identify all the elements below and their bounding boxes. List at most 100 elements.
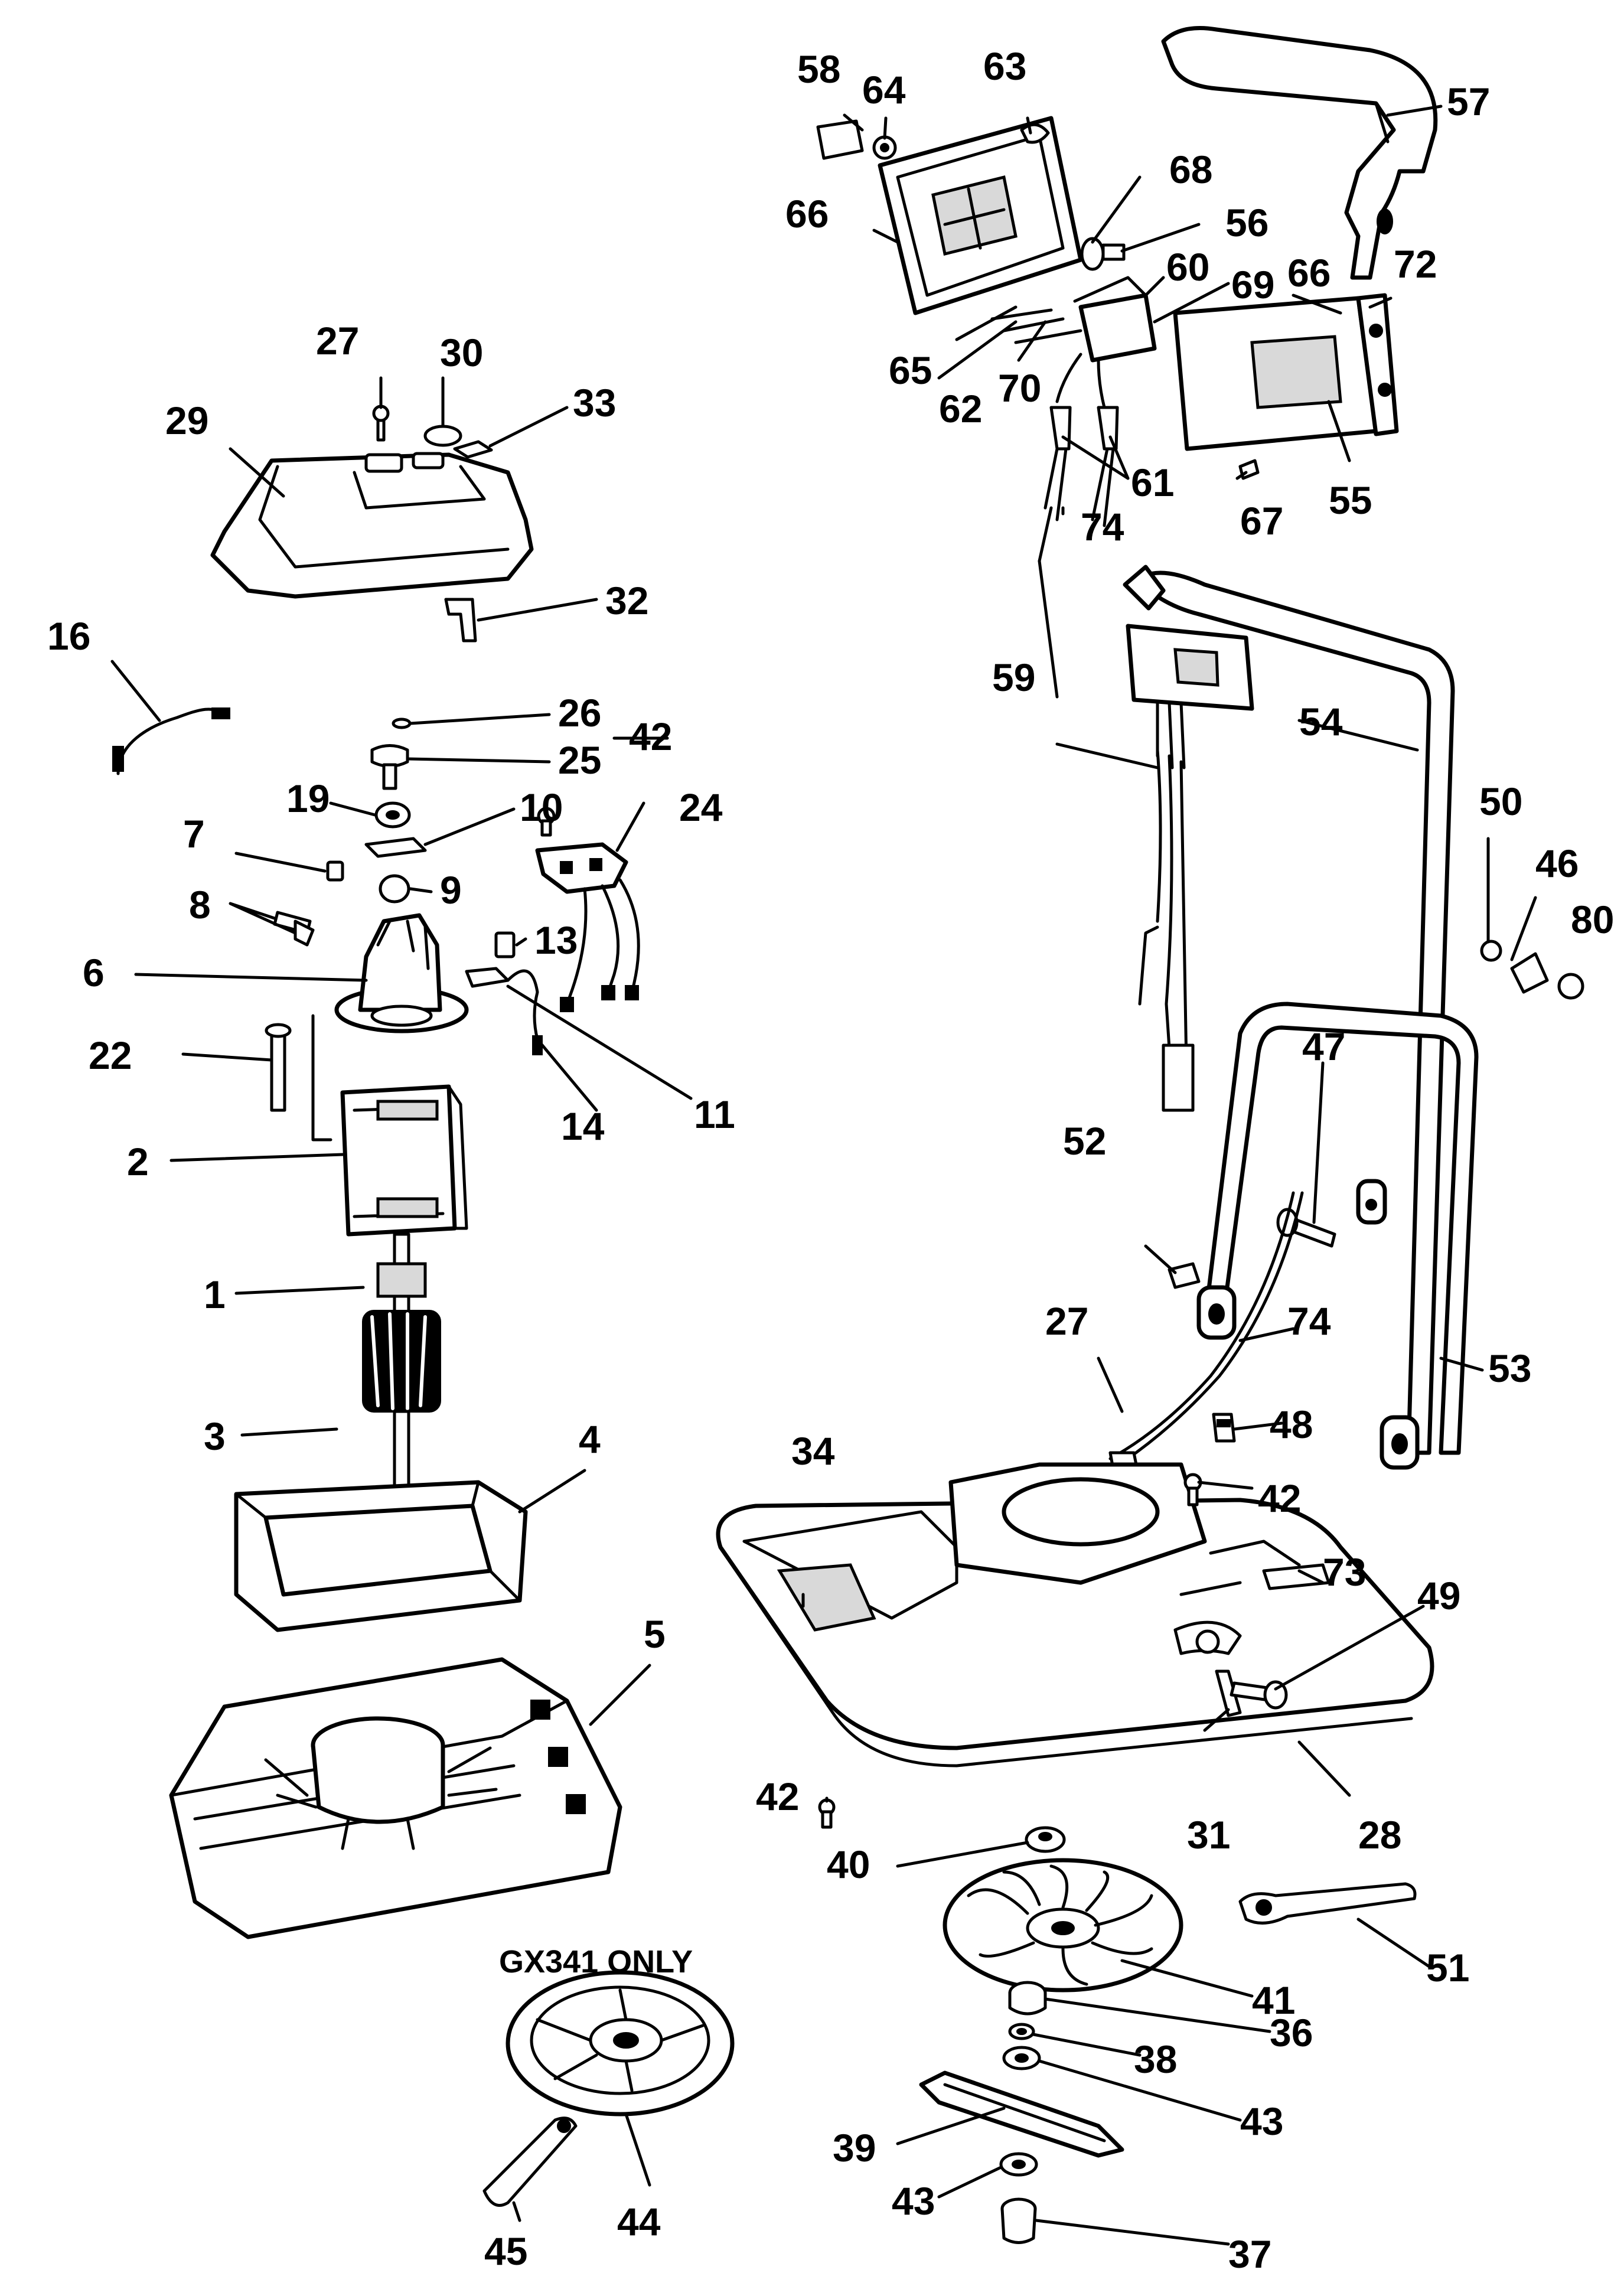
callout-2: 2 (127, 1140, 149, 1183)
callout-44: 44 (617, 2200, 661, 2243)
callout-14: 14 (561, 1104, 605, 1148)
model-note: GX341 ONLY (499, 1944, 693, 1980)
callout-53: 53 (1488, 1346, 1531, 1390)
callout-52: 52 (1063, 1119, 1106, 1163)
cover-label (453, 440, 493, 459)
callout-61: 61 (1131, 461, 1174, 504)
callout-58: 58 (797, 47, 840, 91)
callout-19: 19 (286, 777, 330, 820)
callout-3: 3 (204, 1414, 226, 1458)
motor-cover (210, 452, 534, 599)
blade-bolt (1000, 2197, 1037, 2244)
stator (340, 1084, 468, 1237)
motor-bracket (334, 913, 469, 1033)
callout-68: 68 (1169, 148, 1212, 191)
callout-1: 1 (204, 1273, 226, 1316)
callout-74-top: 74 (1081, 505, 1124, 549)
callout-42-impeller: 42 (756, 1775, 799, 1818)
callout-62: 62 (939, 387, 982, 431)
handle-clip (1168, 1262, 1201, 1289)
callout-57: 57 (1447, 80, 1490, 123)
callout-38: 38 (1134, 2037, 1177, 2081)
callout-48: 48 (1270, 1403, 1313, 1446)
motor-endcap-parts (273, 718, 427, 947)
cable-clip (1212, 1413, 1236, 1443)
callout-74-mid: 74 (1287, 1299, 1331, 1343)
callout-42-motor: 42 (629, 715, 672, 758)
callout-43-upper: 43 (1240, 2099, 1283, 2143)
switch-label (816, 119, 864, 160)
callout-7: 7 (183, 812, 205, 856)
impeller-screw (818, 1798, 836, 1829)
spacer (1008, 1981, 1047, 2016)
callout-54: 54 (1299, 700, 1343, 743)
callout-67: 67 (1240, 499, 1283, 543)
disc-spanner (482, 2117, 578, 2207)
callout-26: 26 (558, 691, 601, 735)
callout-70: 70 (998, 366, 1041, 410)
callout-29: 29 (165, 399, 208, 442)
callout-41: 41 (1252, 1978, 1295, 2022)
switch-box (878, 116, 1083, 315)
callout-8: 8 (189, 883, 211, 927)
callout-51: 51 (1426, 1946, 1469, 1990)
cable-to-switch (1138, 748, 1195, 1112)
upper-handle-foot (1356, 1179, 1387, 1225)
callout-65: 65 (889, 348, 932, 392)
callout-28: 28 (1358, 1813, 1401, 1857)
callout-66-left: 66 (785, 192, 829, 236)
through-bolt (265, 1014, 332, 1142)
lock-off-button (1080, 237, 1126, 271)
callout-13: 13 (534, 918, 578, 962)
blade-spanner (1238, 1882, 1417, 1925)
blade-washer-lower (999, 2152, 1038, 2177)
deck-screw (1183, 1473, 1202, 1506)
callout-24: 24 (679, 785, 723, 829)
callout-49: 49 (1417, 1574, 1460, 1618)
blade-disc (506, 1970, 735, 2117)
switch-box-cover (1173, 293, 1399, 451)
switch-spring (872, 135, 897, 160)
upper-handle (1123, 565, 1455, 1455)
leader-lines (110, 105, 1537, 2246)
callout-33: 33 (573, 381, 616, 425)
thermal-cutout (465, 931, 543, 1055)
callout-43-lower: 43 (892, 2179, 935, 2223)
callout-63: 63 (983, 44, 1026, 88)
callout-69: 69 (1231, 263, 1274, 306)
callout-72: 72 (1394, 242, 1437, 286)
callout-6: 6 (83, 951, 105, 994)
callout-42-deck: 42 (1258, 1476, 1301, 1520)
callout-59: 59 (992, 656, 1035, 699)
callout-47: 47 (1302, 1025, 1345, 1068)
cover-cap (423, 425, 462, 447)
callout-39: 39 (833, 2126, 876, 2170)
callout-66-right: 66 (1287, 251, 1330, 295)
handle-knob (1480, 940, 1584, 1000)
callout-36: 36 (1270, 2011, 1313, 2055)
callout-4: 4 (579, 1417, 601, 1461)
brush-holder (535, 842, 640, 1012)
callout-9: 9 (440, 868, 462, 912)
callout-35: 27 (1045, 1299, 1088, 1343)
filter-frame (234, 1480, 528, 1632)
handle-switch-box (1126, 624, 1254, 769)
callout-45: 45 (484, 2229, 527, 2273)
brush-screw (537, 807, 556, 837)
impeller (943, 1858, 1183, 1992)
callout-27: 27 (316, 319, 359, 363)
callout-16: 16 (47, 614, 90, 658)
callout-40: 40 (827, 1843, 870, 1886)
callout-5: 5 (644, 1612, 666, 1656)
callout-25: 25 (558, 738, 601, 782)
deck-bolt (1230, 1680, 1288, 1710)
deck-label (1262, 1563, 1330, 1590)
impeller-nut (1025, 1826, 1066, 1853)
washer (1008, 2023, 1035, 2040)
mains-lead (112, 707, 230, 775)
callout-32: 32 (605, 579, 648, 622)
callout-34: 34 (791, 1429, 835, 1473)
blade-washer-upper (1002, 2046, 1041, 2070)
